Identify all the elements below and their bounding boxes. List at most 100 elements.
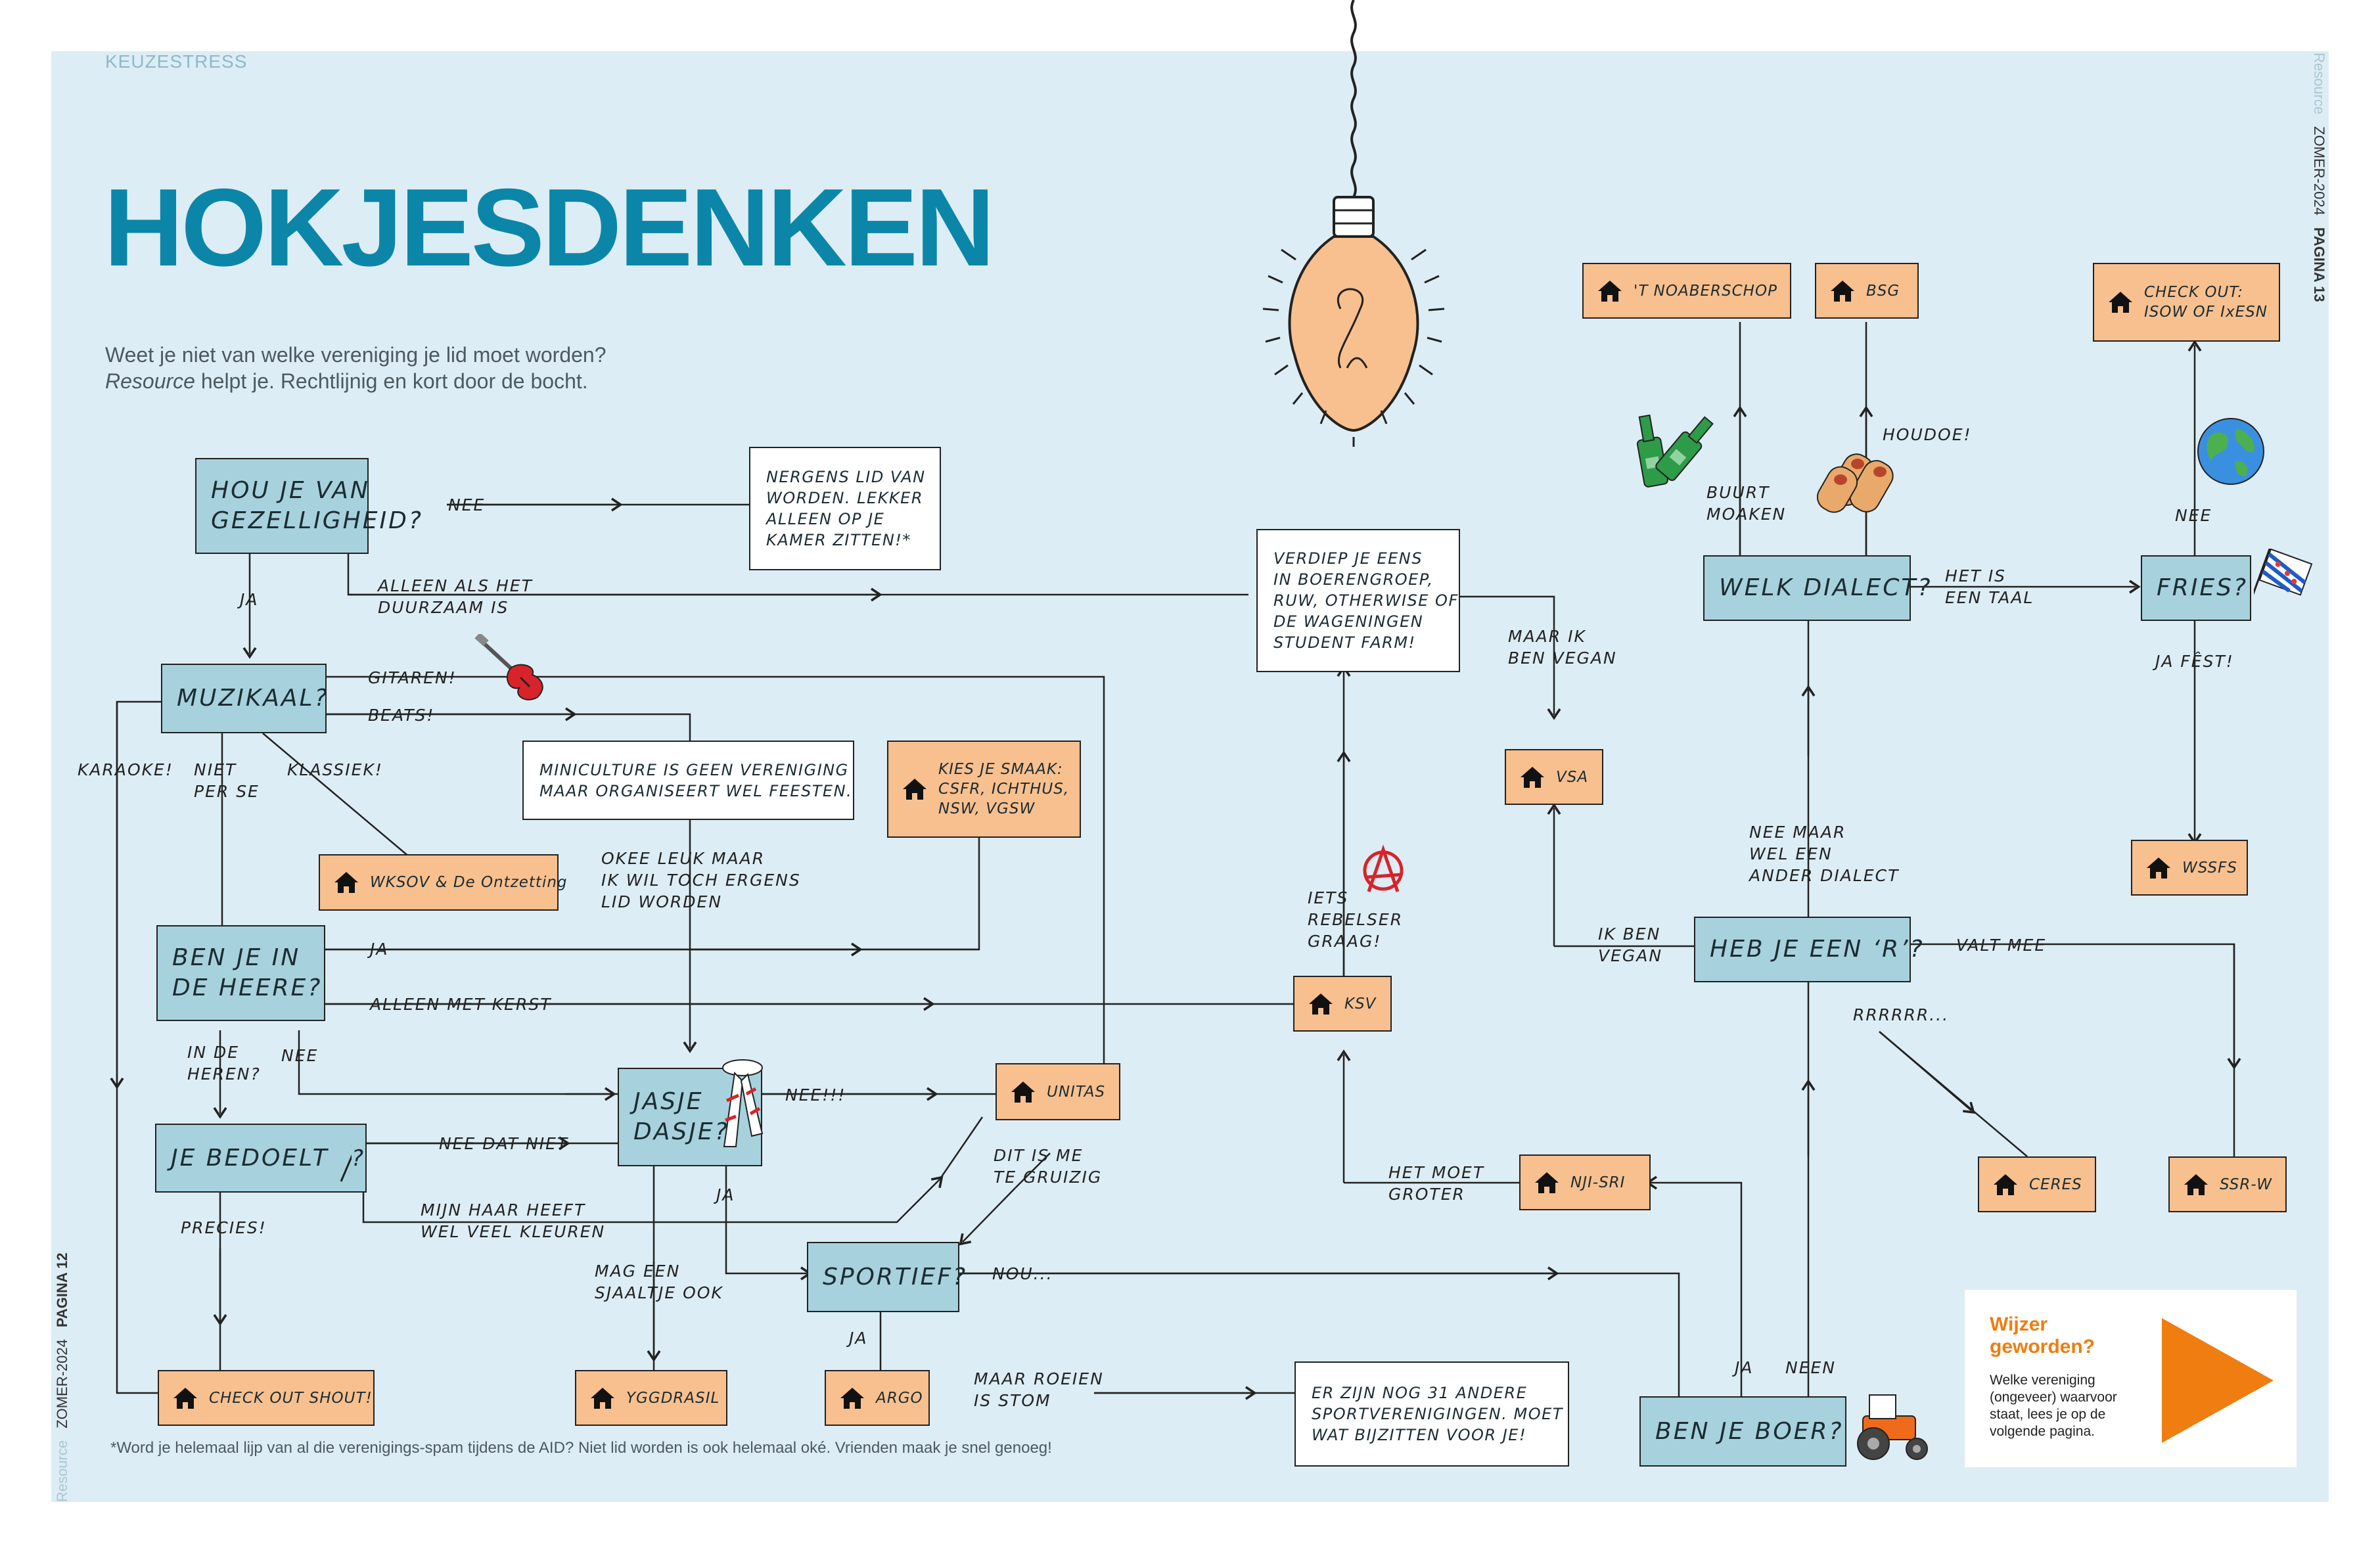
question-bedoelt: JE BEDOELT ? <box>155 1124 367 1193</box>
club-wksov: WKSOV & De Ontzetting <box>319 854 567 911</box>
label-nee-dat-niet: NEE DAT NIET <box>439 1134 569 1153</box>
intro-brand: Resource <box>105 369 195 393</box>
wijzer-card: Wijzer geworden? Welke vereniging (ongev… <box>1965 1290 2297 1467</box>
club-ksv-label: KSV <box>1344 995 1377 1013</box>
house-icon <box>173 1387 197 1409</box>
club-argo: ARGO <box>825 1370 930 1426</box>
label-dialect-wel: NEE MAAR WEL EEN ANDER DIALECT <box>1749 823 1900 885</box>
club-ceres: CERES <box>1978 1156 2096 1212</box>
club-ceres-label: CERES <box>2029 1175 2082 1193</box>
question-r: HEB JE EEN ‘R’? <box>1694 917 1923 982</box>
running-header-left: ResourceZOMER-2024PAGINA 12 <box>54 1252 71 1502</box>
house-icon <box>2147 857 2170 879</box>
club-shout-label: CHECK OUT SHOUT! <box>209 1389 373 1407</box>
question-dialect: WELK DIALECT? <box>1703 555 1930 621</box>
club-njisri-label: NJI-SRI <box>1570 1174 1626 1191</box>
house-icon <box>1309 993 1333 1015</box>
question-sportief: SPORTIEF? <box>807 1242 965 1312</box>
club-smaak: KIES JE SMAAK: CSFR, ICHTHUS, NSW, VGSW <box>887 741 1081 838</box>
section-label: KEUZESTRESS <box>105 51 248 72</box>
label-ja-jasje: JA <box>716 1185 735 1204</box>
intro-line-1: Weet je niet van welke vereniging je lid… <box>105 343 606 367</box>
label-nee-heere: NEE <box>281 1046 319 1065</box>
label-rebelser: IETS REBELSER GRAAG! <box>1308 888 1404 951</box>
club-vsa-label: VSA <box>1556 768 1589 786</box>
beer-bottles-icon <box>1636 414 1714 488</box>
intro-line-2-text: helpt je. Rechtlijnig en kort door de bo… <box>195 369 588 393</box>
tractor-icon <box>1857 1394 1928 1460</box>
house-icon <box>2184 1174 2208 1195</box>
club-bsg-label: BSG <box>1866 282 1900 300</box>
note-sport31: ER ZIJN NOG 31 ANDERE SPORTVERENIGINGEN.… <box>1294 1361 1569 1467</box>
question-bedoelt-text: JE BEDOELT <box>171 1144 329 1172</box>
house-icon <box>591 1387 614 1409</box>
club-isow-label: CHECK OUT: ISOW OF IxESN <box>2144 284 2268 321</box>
club-noaberschop-label: 'T NOABERSCHOP <box>1634 282 1777 300</box>
house-icon <box>334 872 358 893</box>
club-yggdrasil-label: YGGDRASIL <box>626 1389 720 1407</box>
label-sjaaltje: MAG EEN SJAALTJE OOK <box>595 1262 723 1302</box>
club-argo-label: ARGO <box>876 1389 923 1407</box>
label-heren: IN DE HEREN? <box>187 1043 261 1084</box>
club-bsg: BSG <box>1815 263 1919 319</box>
club-unitas: UNITAS <box>995 1063 1120 1120</box>
label-beats: BEATS! <box>368 706 435 725</box>
label-gitaren: GITAREN! <box>368 668 457 687</box>
label-okee: OKEE LEUK MAAR IK WIL TOCH ERGENS LID WO… <box>601 849 801 911</box>
label-duurzaam: ALLEEN ALS HET DUURZAAM IS <box>378 576 533 617</box>
house-icon <box>1535 1172 1559 1193</box>
label-nee-jasje: NEE!!! <box>785 1085 846 1105</box>
house-icon <box>2109 292 2132 313</box>
label-ja-boer: JA <box>1735 1358 1754 1377</box>
label-nee-fries: NEE <box>2175 506 2212 525</box>
running-page-left: PAGINA 12 <box>54 1252 70 1328</box>
anarchy-icon <box>1363 844 1404 892</box>
question-heere: BEN JE IN DE HEERE? <box>156 925 325 1021</box>
label-vegan: IK BEN VEGAN <box>1598 924 1663 965</box>
club-isow: CHECK OUT: ISOW OF IxESN <box>2093 263 2280 342</box>
label-karaoke: KARAOKE! <box>78 760 173 779</box>
club-unitas-label: UNITAS <box>1047 1083 1106 1101</box>
club-vsa: VSA <box>1505 749 1603 805</box>
house-icon <box>1994 1174 2017 1195</box>
note-nergens: NERGENS LID VAN WORDEN. LEKKER ALLEEN OP… <box>749 447 941 570</box>
house-icon <box>903 779 927 800</box>
label-rrrr: RRRRRR... <box>1853 1005 1950 1024</box>
label-roeien: MAAR ROEIEN IS STOM <box>974 1369 1104 1410</box>
house-icon <box>1011 1081 1035 1103</box>
label-gruizig: DIT IS ME TE GRUIZIG <box>994 1146 1103 1187</box>
label-buurt: BUURT MOAKEN <box>1706 483 1787 524</box>
label-houdoe: HOUDOE! <box>1883 425 1972 444</box>
club-shout: CHECK OUT SHOUT! <box>158 1370 375 1426</box>
note-boerengroep: VERDIEP JE EENS IN BOERENGROEP, RUW, OTH… <box>1256 529 1460 672</box>
wijzer-title: Wijzer geworden? <box>1990 1313 2095 1358</box>
globe-icon <box>2197 418 2264 485</box>
label-kerst: ALLEEN MET KERST <box>370 995 552 1014</box>
label-jafest: JA FÊST! <box>2155 652 2234 671</box>
question-muzikaal: MUZIKAAL? <box>161 664 327 733</box>
label-ja-heere: JA <box>370 940 389 959</box>
club-noaberschop: 'T NOABERSCHOP <box>1582 263 1791 319</box>
question-boer: BEN JE BOER? <box>1639 1396 1846 1467</box>
page-title: HOKJESDENKEN <box>104 166 995 289</box>
label-haar: MIJN HAAR HEEFT WEL VEEL KLEUREN <box>421 1200 606 1241</box>
running-page-right: PAGINA 13 <box>2311 227 2327 302</box>
footnote: *Word je helemaal lijp van al die vereni… <box>110 1439 1052 1457</box>
intro-line-2: Resource helpt je. Rechtlijnig en kort d… <box>105 368 606 394</box>
question-fries: FRIES? <box>2141 555 2251 621</box>
arrow-right-icon <box>2162 1318 2274 1443</box>
house-icon <box>1831 280 1854 302</box>
club-wssfs: WSSFS <box>2131 840 2248 896</box>
intro-text: Weet je niet van welke vereniging je lid… <box>105 342 606 394</box>
house-icon <box>1521 766 1544 788</box>
club-smaak-label: KIES JE SMAAK: CSFR, ICHTHUS, NSW, VGSW <box>938 761 1070 817</box>
label-precies: PRECIES! <box>181 1218 267 1237</box>
label-niet-per-se: NIET PER SE <box>194 760 260 801</box>
note-miniculture: MINICULTURE IS GEEN VERENIGING MAAR ORGA… <box>522 741 854 820</box>
club-wssfs-label: WSSFS <box>2182 859 2237 877</box>
label-klassiek: KLASSIEK! <box>287 760 383 779</box>
club-ssrw-label: SSR-W <box>2220 1175 2272 1193</box>
running-issue-right: ZOMER-2024 <box>2311 126 2327 216</box>
label-nou: NOU... <box>992 1264 1053 1283</box>
